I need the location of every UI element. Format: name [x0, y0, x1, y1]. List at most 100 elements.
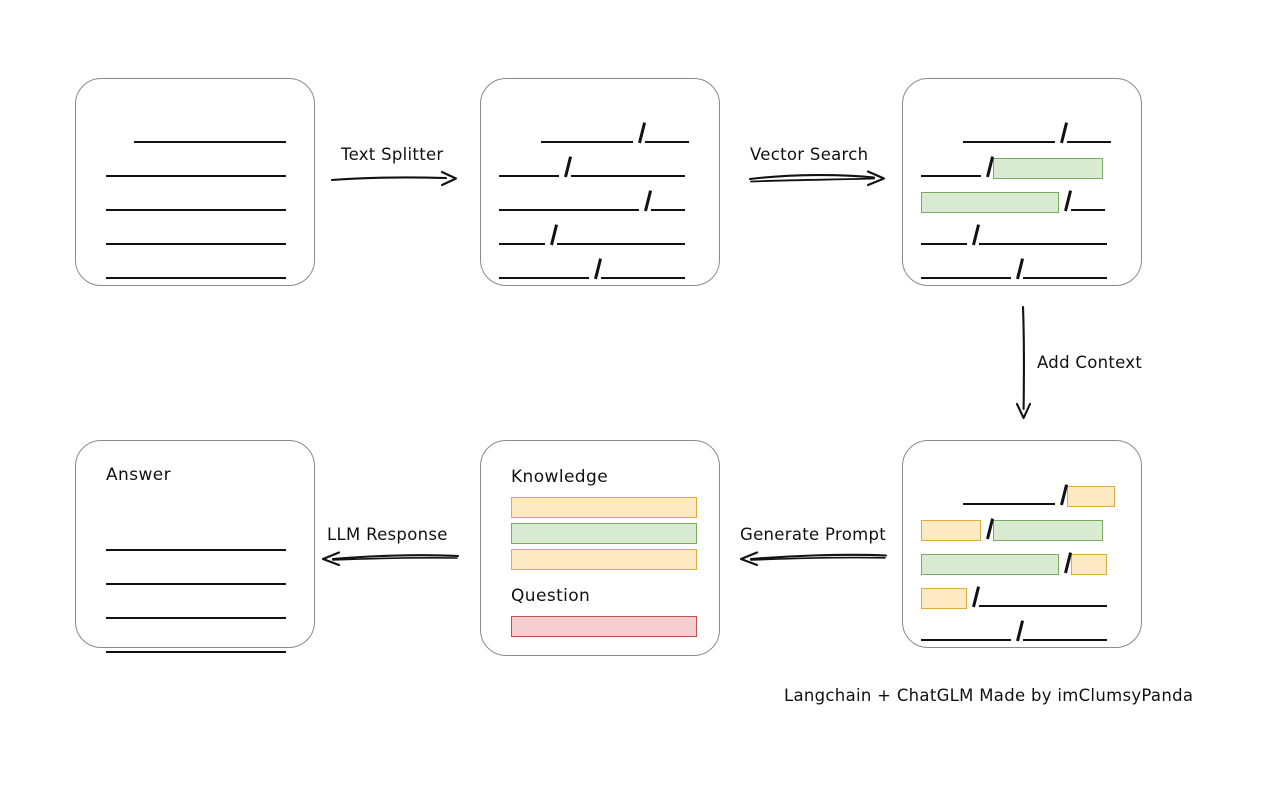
llm-response-edge	[320, 548, 460, 568]
chunk-separator-slash	[545, 224, 557, 245]
text-line-segment	[499, 175, 559, 177]
text-line-segment	[106, 277, 286, 279]
document-line	[921, 189, 1105, 213]
document-line	[106, 631, 286, 653]
context-chunks-rows	[903, 441, 1141, 647]
document-line	[541, 121, 689, 143]
document-line	[921, 155, 1103, 179]
document-line	[106, 223, 286, 245]
footer-credit: Langchain + ChatGLM Made by imClumsyPand…	[784, 686, 1194, 705]
document-line	[106, 597, 286, 619]
prompt-bar-red	[511, 616, 697, 637]
split-chunks-card[interactable]	[480, 78, 720, 286]
document-line	[921, 517, 1103, 541]
text-line-segment	[499, 277, 589, 279]
matched-chunks-card[interactable]	[902, 78, 1142, 286]
document-line	[921, 585, 1107, 609]
chunk-separator-slash	[559, 156, 571, 177]
document-line	[499, 189, 685, 211]
generate-prompt-label: Generate Prompt	[740, 525, 886, 544]
highlighted-chunk-green	[993, 520, 1103, 541]
chunk-separator-slash	[1055, 122, 1067, 143]
document-line	[921, 257, 1107, 279]
text-line-segment	[134, 141, 286, 143]
chunk-separator-slash	[1055, 484, 1067, 505]
chunk-separator-slash	[1059, 552, 1071, 573]
text-line-segment	[106, 617, 286, 619]
llm-response-label: LLM Response	[327, 525, 448, 544]
document-line	[921, 223, 1107, 245]
chunk-separator-slash	[633, 122, 645, 143]
text-line-segment	[1023, 639, 1107, 641]
document-line	[106, 155, 286, 177]
text-line-segment	[106, 209, 286, 211]
text-splitter-edge	[330, 168, 460, 188]
highlighted-chunk-green	[993, 158, 1103, 179]
chunk-separator-slash	[1011, 258, 1023, 279]
generated-prompt-card[interactable]: Knowledge Question	[480, 440, 720, 656]
text-splitter-label: Text Splitter	[341, 145, 444, 164]
document-line	[134, 121, 286, 143]
text-line-segment	[979, 243, 1107, 245]
text-line-segment	[499, 243, 545, 245]
document-line	[106, 563, 286, 585]
document-line	[106, 257, 286, 279]
context-chunks-card[interactable]	[902, 440, 1142, 648]
highlighted-chunk-green	[921, 192, 1059, 213]
text-line-segment	[106, 651, 286, 653]
text-line-segment	[499, 209, 639, 211]
chunk-separator-slash	[981, 518, 993, 539]
text-line-segment	[1023, 277, 1107, 279]
split-chunks-rows	[481, 79, 719, 285]
text-line-segment	[921, 639, 1011, 641]
text-line-segment	[921, 243, 967, 245]
document-line	[106, 529, 286, 551]
highlighted-chunk-yellow	[921, 588, 967, 609]
text-line-segment	[106, 175, 286, 177]
text-line-segment	[571, 175, 685, 177]
text-line-segment	[601, 277, 685, 279]
knowledge-label: Knowledge	[511, 467, 609, 487]
highlighted-chunk-yellow	[1067, 486, 1115, 507]
document-line	[499, 257, 685, 279]
document-line	[499, 223, 685, 245]
text-line-segment	[963, 141, 1055, 143]
text-line-segment	[1071, 209, 1105, 211]
prompt-bar-yellow	[511, 549, 697, 570]
chunk-separator-slash	[967, 586, 979, 607]
document-line	[963, 483, 1115, 507]
source-document-rows	[76, 79, 314, 285]
text-line-segment	[645, 141, 689, 143]
text-line-segment	[106, 243, 286, 245]
chunk-separator-slash	[1011, 620, 1023, 641]
highlighted-chunk-yellow	[921, 520, 981, 541]
chunk-separator-slash	[967, 224, 979, 245]
chunk-separator-slash	[1059, 190, 1071, 211]
answer-label: Answer	[106, 465, 172, 485]
text-line-segment	[921, 277, 1011, 279]
prompt-bar-yellow	[511, 497, 697, 518]
text-line-segment	[1067, 141, 1111, 143]
document-line	[106, 189, 286, 211]
text-line-segment	[557, 243, 685, 245]
document-line	[963, 121, 1111, 143]
highlighted-chunk-yellow	[1071, 554, 1107, 575]
generate-prompt-edge	[738, 548, 888, 568]
matched-chunks-rows	[903, 79, 1141, 285]
document-line	[499, 155, 685, 177]
vector-search-label: Vector Search	[750, 145, 869, 164]
source-document-card[interactable]	[75, 78, 315, 286]
text-line-segment	[651, 209, 685, 211]
chunk-separator-slash	[981, 156, 993, 177]
text-line-segment	[106, 583, 286, 585]
add-context-label: Add Context	[1037, 353, 1143, 372]
document-line	[921, 551, 1107, 575]
chunk-separator-slash	[639, 190, 651, 211]
prompt-bar-green	[511, 523, 697, 544]
answer-card[interactable]: Answer	[75, 440, 315, 653]
vector-search-edge	[748, 168, 888, 188]
text-line-segment	[921, 175, 981, 177]
answer-rows	[76, 441, 314, 653]
text-line-segment	[106, 549, 286, 551]
